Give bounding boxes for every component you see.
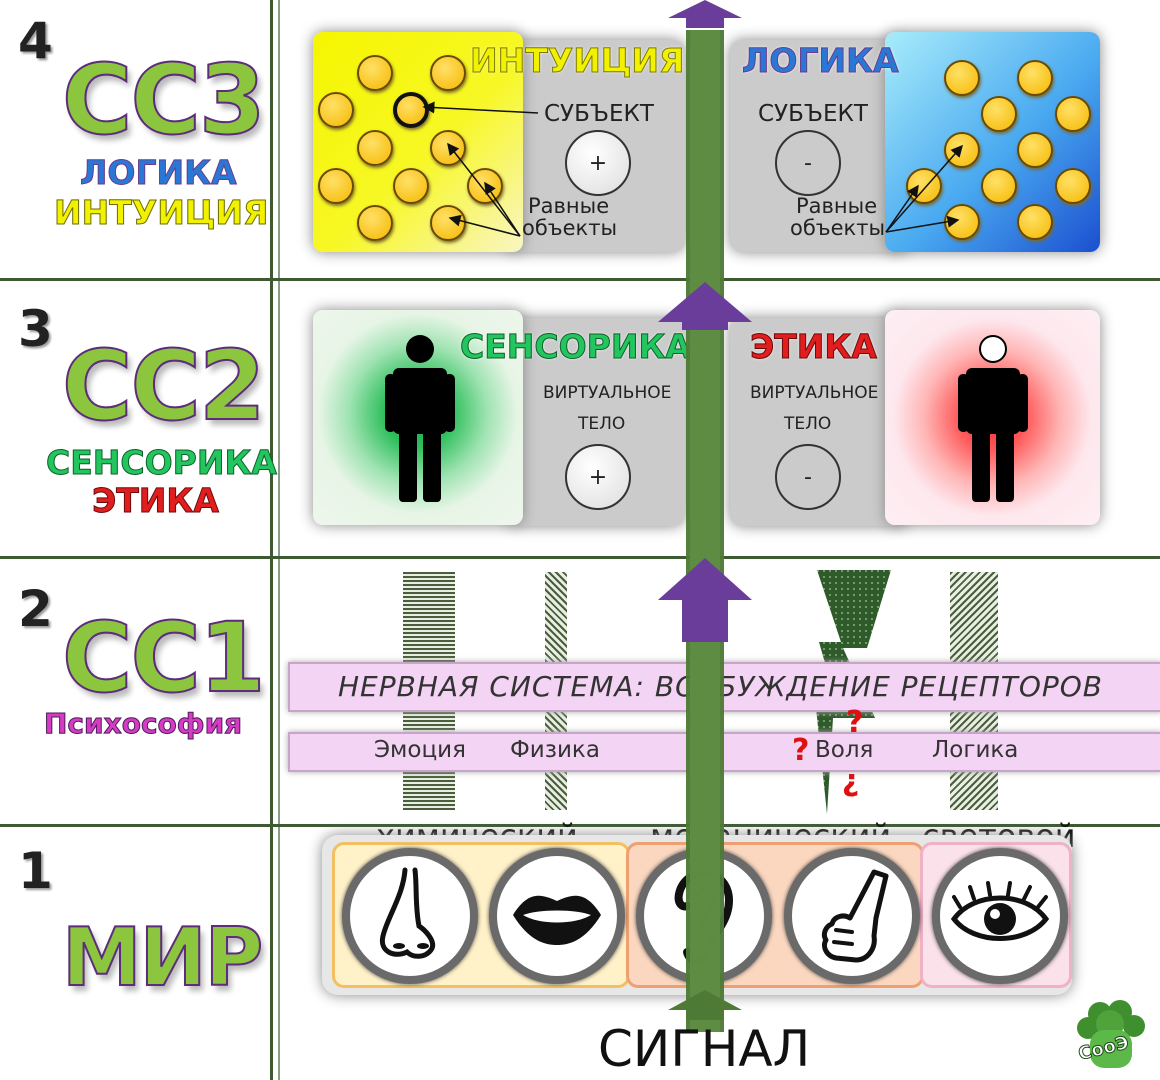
minus-sign: -: [804, 150, 812, 176]
label-logic: Логика: [932, 737, 1019, 763]
object-dot: [1055, 96, 1091, 132]
object-dot: [357, 205, 393, 241]
intuition-panel: [313, 32, 523, 252]
level-sub-logic: ЛОГИКА: [80, 153, 238, 192]
signal-label: СИГНАЛ: [598, 1020, 811, 1078]
subject-plus-circle: +: [565, 130, 631, 196]
level-number-1: 1: [18, 842, 53, 900]
level-sub-ethics: ЭТИКА: [92, 481, 220, 520]
body-figure-filled-icon: [385, 335, 455, 502]
question-mark-left: ?: [792, 733, 810, 768]
grid-hline-2: [0, 556, 1160, 559]
grid-hline-3: [0, 824, 1160, 827]
intuition-title: ИНТУИЦИЯ: [469, 41, 685, 80]
object-dot: [357, 130, 393, 166]
subject-minus-circle: -: [775, 130, 841, 196]
object-dot: [393, 168, 429, 204]
level-number-4: 4: [18, 12, 53, 70]
mouth-icon: [513, 895, 601, 945]
object-dot: [318, 92, 354, 128]
level-number-2: 2: [18, 580, 53, 638]
object-dot: [318, 168, 354, 204]
grid-vline-inner: [278, 0, 280, 1080]
logic-title: ЛОГИКА: [742, 41, 900, 80]
object-dot: [906, 168, 942, 204]
grid-hline-1: [0, 278, 1160, 281]
label-emotion: Эмоция: [374, 737, 466, 763]
level-name-cc1: СС1: [61, 602, 267, 714]
plus-sign: +: [588, 464, 608, 490]
body-minus-circle: -: [775, 444, 841, 510]
object-dot: [1017, 60, 1053, 96]
virtual-label-left: ВИРТУАЛЬНОЕ: [543, 383, 672, 403]
touch-sense: [784, 848, 920, 984]
object-dot: [1017, 132, 1053, 168]
hand-icon: [821, 869, 889, 963]
object-dot: [430, 55, 466, 91]
label-will: Воля: [815, 737, 874, 763]
object-dot: [1017, 204, 1053, 240]
plus-sign: +: [588, 150, 608, 176]
equal-objects-right-2: объекты: [790, 216, 886, 240]
label-physics: Физика: [510, 737, 600, 763]
object-dot: [981, 96, 1017, 132]
object-dot: [944, 60, 980, 96]
equal-objects-right-1: Равные: [796, 194, 878, 218]
body-plus-circle: +: [565, 444, 631, 510]
logo: СооЭ: [1070, 994, 1150, 1074]
broccoli-logo-icon: [1077, 1000, 1145, 1068]
virtual-label-right: ВИРТУАЛЬНОЕ: [750, 383, 879, 403]
nose-sense: [342, 848, 478, 984]
subject-label-left: СУБЪЕКТ: [544, 101, 654, 127]
object-dot: [981, 168, 1017, 204]
level-name-cc3: СС3: [61, 44, 267, 156]
sensorics-title: СЕНСОРИКА: [460, 327, 692, 366]
eye-icon: [950, 881, 1050, 941]
minus-sign: -: [804, 464, 812, 490]
level-name-world: МИР: [61, 911, 264, 1004]
question-mark-bottom: ?: [842, 766, 860, 801]
nose-icon: [379, 867, 435, 959]
body-label-right: ТЕЛО: [784, 414, 832, 434]
body-label-left: ТЕЛО: [578, 414, 626, 434]
question-mark-top: ?: [846, 705, 864, 740]
object-dot: [1055, 168, 1091, 204]
signal-arrow: [658, 0, 752, 1032]
level-sub-intuition: ИНТУИЦИЯ: [53, 193, 269, 232]
equal-objects-left-1: Равные: [528, 194, 610, 218]
equal-objects-left-2: объекты: [522, 216, 618, 240]
level-sub-sensorics: СЕНСОРИКА: [46, 443, 278, 482]
subject-label-right: СУБЪЕКТ: [758, 101, 868, 127]
logic-panel: [885, 32, 1100, 252]
eye-sense: [932, 848, 1068, 984]
object-dot: [357, 55, 393, 91]
level-sub-psychosophy: Психософия: [43, 707, 243, 740]
grid-vline-left: [270, 0, 273, 1080]
mouth-sense: [489, 848, 625, 984]
row4-pointer-lines: [422, 101, 963, 237]
ethics-title: ЭТИКА: [750, 327, 878, 366]
level-name-cc2: СС2: [61, 330, 267, 442]
body-figure-outline-head-icon: [958, 335, 1028, 502]
level-number-3: 3: [18, 300, 53, 358]
